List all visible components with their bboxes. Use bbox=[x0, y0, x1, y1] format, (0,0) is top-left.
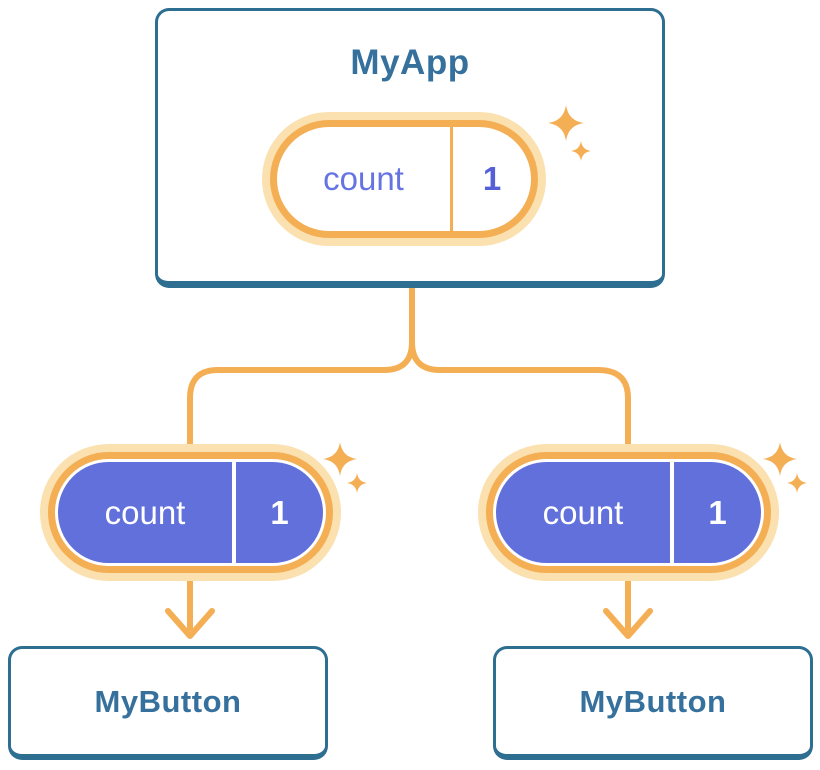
sparkle-icon bbox=[548, 105, 584, 141]
component-title: MyApp bbox=[350, 43, 470, 82]
component-title: MyButton bbox=[579, 683, 727, 719]
sparkle-icon bbox=[763, 442, 797, 476]
sparkle-icon-small bbox=[787, 473, 807, 493]
component-title: MyButton bbox=[94, 683, 242, 719]
prop-pill-value: 1 bbox=[670, 462, 761, 563]
arrow-down-icon bbox=[603, 608, 653, 639]
prop-pill: count 1 bbox=[493, 459, 764, 566]
prop-pill-value: 1 bbox=[232, 462, 323, 563]
prop-pill-name: count bbox=[542, 493, 624, 531]
sparkle-icon-small bbox=[571, 141, 591, 161]
sparkle-icon bbox=[323, 442, 357, 476]
state-pill-name: count bbox=[323, 160, 404, 197]
state-pill-value: 1 bbox=[450, 127, 531, 231]
sparkle-icon-small bbox=[347, 473, 367, 493]
component-card-mybutton: MyButton bbox=[493, 646, 813, 760]
arrow-down-icon bbox=[165, 608, 215, 639]
connector-root-to-right-child bbox=[409, 285, 631, 631]
state-pill: count 1 bbox=[277, 127, 531, 231]
prop-pill-name: count bbox=[104, 493, 186, 531]
prop-pill: count 1 bbox=[55, 459, 326, 566]
component-card-mybutton: MyButton bbox=[8, 646, 328, 760]
connector-root-to-left-child bbox=[187, 285, 415, 631]
